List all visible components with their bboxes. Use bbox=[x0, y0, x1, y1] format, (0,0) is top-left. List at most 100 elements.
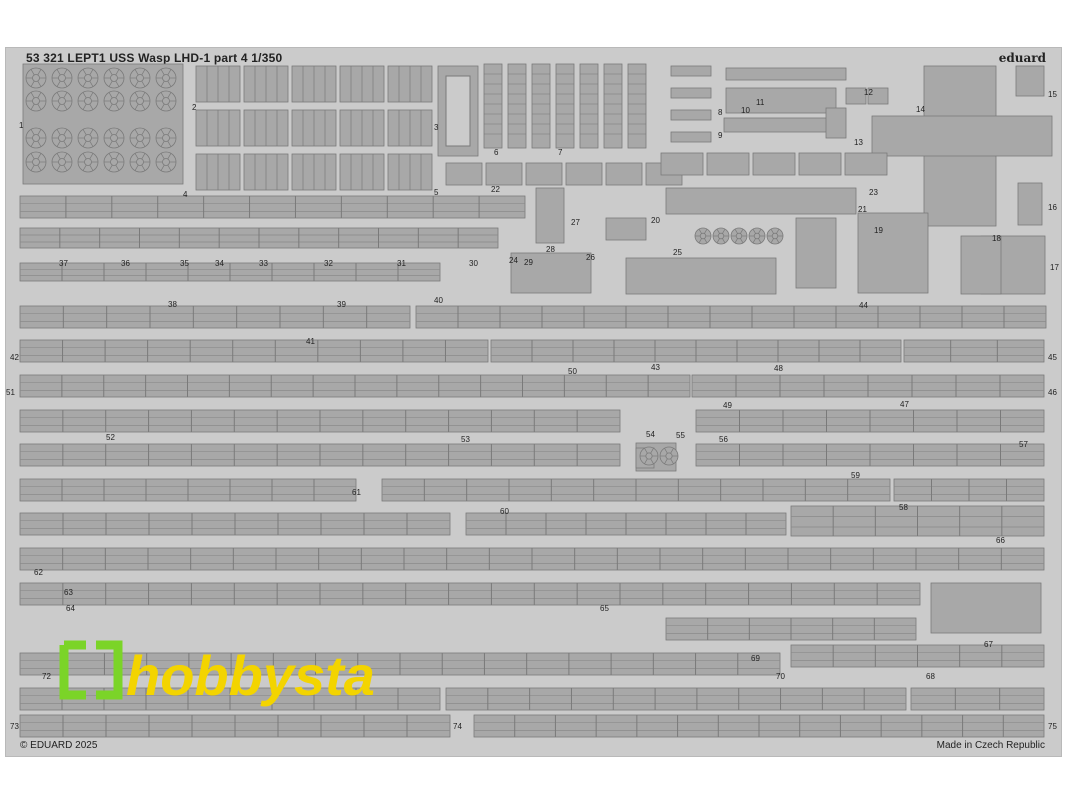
railing-strip bbox=[19, 195, 526, 219]
part-13 bbox=[825, 107, 847, 139]
truss-part bbox=[445, 162, 483, 186]
railing-strip bbox=[910, 687, 1045, 711]
wheel-spoke bbox=[56, 140, 61, 147]
part-number-label: 16 bbox=[1048, 203, 1057, 212]
truss-part bbox=[752, 152, 796, 176]
wheel-spoke bbox=[734, 228, 738, 234]
stair-part bbox=[579, 63, 599, 149]
part-number-label: 56 bbox=[719, 435, 728, 444]
wheel-spoke bbox=[134, 129, 139, 136]
wheel-spoke bbox=[37, 129, 42, 136]
part-number-label: 35 bbox=[180, 259, 189, 268]
wheel-spoke bbox=[56, 164, 61, 171]
wheel-spoke bbox=[82, 129, 87, 136]
wheel-spoke bbox=[89, 80, 94, 87]
part-number-label: 37 bbox=[59, 259, 68, 268]
railing-strip bbox=[415, 305, 1047, 329]
wheel-spoke bbox=[37, 80, 42, 87]
watermark-logo-icon: hobbysta.pl bbox=[59, 640, 376, 707]
wheel-spoke bbox=[716, 238, 720, 244]
wheel-spoke bbox=[141, 80, 146, 87]
part-number-label: 45 bbox=[1048, 353, 1057, 362]
wheel-spoke bbox=[108, 92, 113, 99]
wheel-spoke bbox=[752, 238, 756, 244]
wheel-spoke bbox=[56, 153, 61, 160]
part-23 bbox=[795, 217, 837, 289]
wheel-spoke bbox=[108, 140, 113, 147]
wheel-spoke bbox=[89, 153, 94, 160]
wheel-spoke bbox=[134, 103, 139, 110]
part-number-label: 61 bbox=[352, 488, 361, 497]
wheel-spoke bbox=[770, 228, 774, 234]
wheel-spoke bbox=[63, 164, 68, 171]
part-number-label: 43 bbox=[651, 363, 660, 372]
watermark: hobbysta.pl bbox=[56, 633, 376, 713]
truss-part bbox=[798, 152, 842, 176]
wheel-spoke bbox=[108, 153, 113, 160]
part-number-label: 27 bbox=[571, 218, 580, 227]
part-number-label: 53 bbox=[461, 435, 470, 444]
wheel-spoke bbox=[30, 69, 35, 76]
wheel-spoke bbox=[134, 164, 139, 171]
wheel-spoke bbox=[722, 228, 726, 234]
bracket-part bbox=[670, 65, 712, 77]
watermark-text: hobbysta.pl bbox=[126, 644, 376, 707]
frame-opening bbox=[445, 75, 471, 147]
part-18 bbox=[960, 235, 1002, 295]
part-number-label: 19 bbox=[874, 226, 883, 235]
wheel-spoke bbox=[30, 103, 35, 110]
wheel-spoke bbox=[82, 103, 87, 110]
wheel-spoke bbox=[108, 129, 113, 136]
wheel-spoke bbox=[30, 164, 35, 171]
wheel-spoke bbox=[770, 238, 774, 244]
stair-part bbox=[555, 63, 575, 149]
part-number-label: 18 bbox=[992, 234, 1001, 243]
hangar-panel bbox=[871, 115, 1053, 157]
wheel-spoke bbox=[134, 69, 139, 76]
wheel-spoke bbox=[108, 164, 113, 171]
wheel-spoke bbox=[89, 92, 94, 99]
part-number-label: 49 bbox=[723, 401, 732, 410]
stair-part bbox=[483, 63, 503, 149]
wheel-spoke bbox=[167, 140, 172, 147]
wheel-spoke bbox=[30, 80, 35, 87]
wheel-spoke bbox=[63, 69, 68, 76]
part-number-label: 51 bbox=[6, 388, 15, 397]
wheel-spoke bbox=[82, 80, 87, 87]
wheel-spoke bbox=[664, 458, 668, 464]
wheel-spoke bbox=[82, 92, 87, 99]
wheel-spoke bbox=[758, 228, 762, 234]
part-number-label: 70 bbox=[776, 672, 785, 681]
part-number-label: 1 bbox=[19, 121, 24, 130]
part-number-label: 57 bbox=[1019, 440, 1028, 449]
wheel-spoke bbox=[758, 238, 762, 244]
part-26 bbox=[605, 217, 647, 241]
sheet-title: 53 321 LEPT1 USS Wasp LHD-1 part 4 1/350 bbox=[26, 51, 283, 65]
part-number-label: 50 bbox=[568, 367, 577, 376]
part-number-label: 4 bbox=[183, 190, 188, 199]
part-number-label: 75 bbox=[1048, 722, 1057, 731]
wheel-spoke bbox=[704, 228, 708, 234]
stair-part bbox=[531, 63, 551, 149]
wheel-spoke bbox=[37, 140, 42, 147]
wheel-spoke bbox=[722, 238, 726, 244]
wheel-spoke bbox=[167, 80, 172, 87]
truss-part bbox=[525, 162, 563, 186]
wheel-spoke bbox=[37, 69, 42, 76]
part-number-label: 15 bbox=[1048, 90, 1057, 99]
part-number-label: 33 bbox=[259, 259, 268, 268]
wheel-spoke bbox=[160, 153, 165, 160]
part-21 bbox=[665, 187, 857, 215]
wheel-spoke bbox=[141, 103, 146, 110]
wheel-spoke bbox=[167, 129, 172, 136]
wheel-spoke bbox=[644, 448, 648, 454]
wheel-spoke bbox=[141, 164, 146, 171]
photo-etch-fret: 53 321 LEPT1 USS Wasp LHD-1 part 4 1/350… bbox=[5, 47, 1062, 757]
deck-part bbox=[725, 87, 837, 114]
wheel-spoke bbox=[776, 228, 780, 234]
wheel-spoke bbox=[167, 69, 172, 76]
part-number-label: 17 bbox=[1050, 263, 1059, 272]
wheel-spoke bbox=[56, 103, 61, 110]
stair-part bbox=[603, 63, 623, 149]
part-number-label: 63 bbox=[64, 588, 73, 597]
